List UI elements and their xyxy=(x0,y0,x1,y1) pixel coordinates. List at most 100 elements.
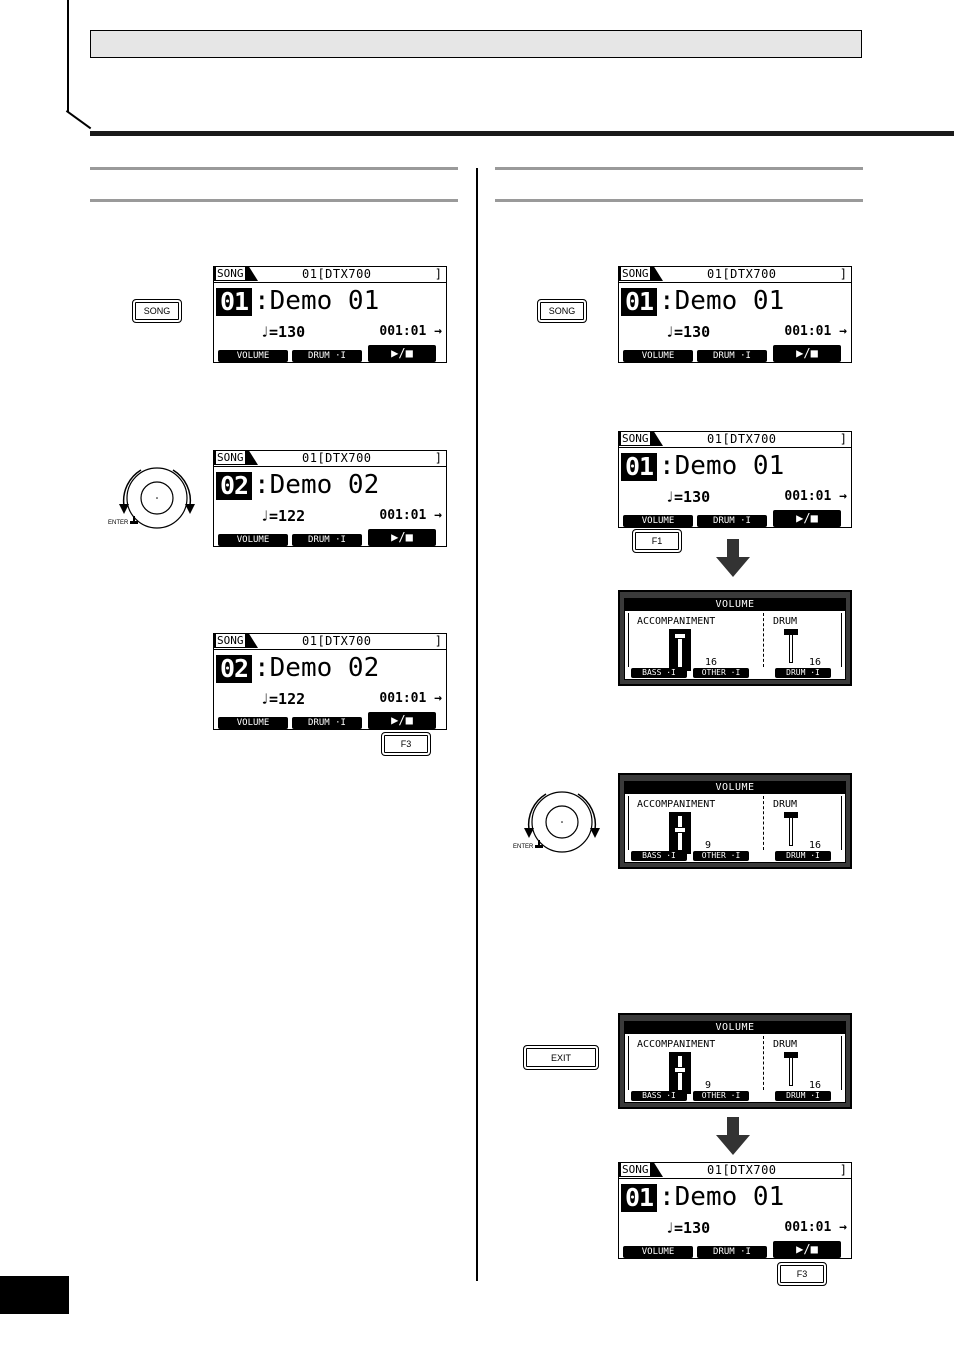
lcd-tempo: ♩=130 xyxy=(665,488,711,506)
lcd-status-bar xyxy=(619,267,851,283)
lcd-f3-play-stop: ▶/■ xyxy=(773,1241,841,1258)
lcd-kit-name: 01[DTX700 xyxy=(302,634,372,648)
lcd-f2-tab: DRUM ·I xyxy=(697,515,767,527)
header-bar xyxy=(90,30,862,58)
left-section-rule-top xyxy=(90,167,458,170)
song-button[interactable]: SONG xyxy=(537,299,587,323)
lcd-kit-name: 01[DTX700 xyxy=(707,1163,777,1177)
drum-slider[interactable] xyxy=(783,629,799,669)
right-section-rule-bottom xyxy=(495,199,863,202)
lcd-tempo: ♩=130 xyxy=(260,323,306,341)
volume-header: VOLUME xyxy=(625,1022,845,1034)
drum-slider[interactable] xyxy=(783,1052,799,1092)
accompaniment-slider[interactable] xyxy=(669,629,691,671)
lcd-mode-tab: SONG xyxy=(619,432,663,446)
lcd-song-title: :Demo 01 xyxy=(659,451,785,481)
arrow-down-icon xyxy=(716,1117,750,1155)
enter-label: ENTER xyxy=(513,844,534,850)
f3-button[interactable]: F3 xyxy=(777,1262,827,1286)
lcd-kit-name: 01[DTX700 xyxy=(707,432,777,446)
data-dial-icon[interactable] xyxy=(513,790,603,860)
lcd-song-title: :Demo 02 xyxy=(254,653,380,683)
drum-tab: DRUM ·I xyxy=(775,668,831,678)
lcd-f1-tab: VOLUME xyxy=(218,350,288,362)
lcd-song-title: :Demo 02 xyxy=(254,470,380,500)
volume-divider xyxy=(763,1036,764,1090)
bass-tab: BASS ·I xyxy=(631,668,687,678)
accompaniment-slider[interactable] xyxy=(669,1052,691,1094)
drum-tab: DRUM ·I xyxy=(775,851,831,861)
lcd-bracket: ] xyxy=(434,634,442,648)
f1-button[interactable]: F1 xyxy=(632,529,682,553)
page-tab xyxy=(0,1276,69,1314)
lcd-position: 001:01 → xyxy=(379,508,442,523)
drum-tab: DRUM ·I xyxy=(775,1091,831,1101)
volume-header: VOLUME xyxy=(625,782,845,794)
lcd-f2-tab: DRUM ·I xyxy=(292,350,362,362)
lcd-song-number: 01 xyxy=(216,288,252,316)
right-section-rule-top xyxy=(495,167,863,170)
lcd-mode-tab: SONG xyxy=(619,1163,663,1177)
lcd-kit-name: 01[DTX700 xyxy=(302,267,372,281)
song-screen: SONG 01[DTX700 ] 02 :Demo 02 ♩=122 001:0… xyxy=(213,450,447,547)
drum-label: DRUM xyxy=(773,1039,798,1050)
song-button[interactable]: SONG xyxy=(132,299,182,323)
lcd-f1-tab: VOLUME xyxy=(623,350,693,362)
lcd-f1-tab: VOLUME xyxy=(623,515,693,527)
lcd-tempo: ♩=122 xyxy=(260,507,306,525)
other-tab: OTHER ·I xyxy=(693,668,749,678)
lcd-bracket: ] xyxy=(434,267,442,281)
left-section-rule-bottom xyxy=(90,199,458,202)
enter-label: ENTER xyxy=(108,520,129,526)
lcd-bracket: ] xyxy=(839,432,847,446)
drum-value: 16 xyxy=(809,657,822,668)
exit-button[interactable]: EXIT xyxy=(523,1045,599,1070)
volume-screen: VOLUME ACCOMPANIMENT DRUM 9 16 BASS ·I O… xyxy=(618,1013,852,1109)
lcd-bracket: ] xyxy=(434,451,442,465)
lcd-song-title: :Demo 01 xyxy=(659,1182,785,1212)
other-tab: OTHER ·I xyxy=(693,1091,749,1101)
quarter-note-icon: ♩ xyxy=(260,507,270,525)
accompaniment-value: 9 xyxy=(705,840,712,851)
other-tab: OTHER ·I xyxy=(693,851,749,861)
bass-tab: BASS ·I xyxy=(631,1091,687,1101)
accompaniment-label: ACCOMPANIMENT xyxy=(637,616,716,627)
lcd-f3-play-stop: ▶/■ xyxy=(773,345,841,362)
lcd-f3-play-stop: ▶/■ xyxy=(368,529,436,546)
song-screen: SONG 01[DTX700 ] 01 :Demo 01 ♩=130 001:0… xyxy=(618,1162,852,1259)
data-dial-icon[interactable] xyxy=(108,466,198,536)
lcd-bracket: ] xyxy=(839,267,847,281)
lcd-kit-name: 01[DTX700 xyxy=(707,267,777,281)
bass-tab: BASS ·I xyxy=(631,851,687,861)
lcd-status-bar xyxy=(214,634,446,650)
lcd-position: 001:01 → xyxy=(784,324,847,339)
lcd-song-number: 01 xyxy=(621,288,657,316)
drum-value: 16 xyxy=(809,1080,822,1091)
lcd-mode-tab: SONG xyxy=(214,267,258,281)
lcd-position: 001:01 → xyxy=(784,489,847,504)
f3-button[interactable]: F3 xyxy=(381,732,431,756)
quarter-note-icon: ♩ xyxy=(260,323,270,341)
corner-bevel xyxy=(65,110,92,130)
lcd-mode-tab: SONG xyxy=(214,451,258,465)
drum-slider[interactable] xyxy=(783,812,799,852)
column-divider xyxy=(476,168,478,1281)
lcd-mode-tab: SONG xyxy=(619,267,663,281)
song-screen: SONG 01[DTX700 ] 01 :Demo 01 ♩=130 001:0… xyxy=(618,266,852,363)
lcd-song-number: 01 xyxy=(621,1184,657,1212)
accompaniment-label: ACCOMPANIMENT xyxy=(637,1039,716,1050)
accompaniment-value: 16 xyxy=(705,657,718,668)
volume-divider xyxy=(763,796,764,850)
quarter-note-icon: ♩ xyxy=(665,488,675,506)
accompaniment-slider[interactable] xyxy=(669,812,691,854)
lcd-kit-name: 01[DTX700 xyxy=(302,451,372,465)
arrow-down-icon xyxy=(716,539,750,577)
lcd-mode-tab: SONG xyxy=(214,634,258,648)
volume-screen: VOLUME ACCOMPANIMENT DRUM 16 16 BASS ·I … xyxy=(618,590,852,686)
lcd-position: 001:01 → xyxy=(784,1220,847,1235)
lcd-song-title: :Demo 01 xyxy=(254,286,380,316)
song-screen: SONG 01[DTX700 ] 01 :Demo 01 ♩=130 001:0… xyxy=(213,266,447,363)
lcd-position: 001:01 → xyxy=(379,691,442,706)
volume-header: VOLUME xyxy=(625,599,845,611)
corner-line xyxy=(67,0,69,112)
